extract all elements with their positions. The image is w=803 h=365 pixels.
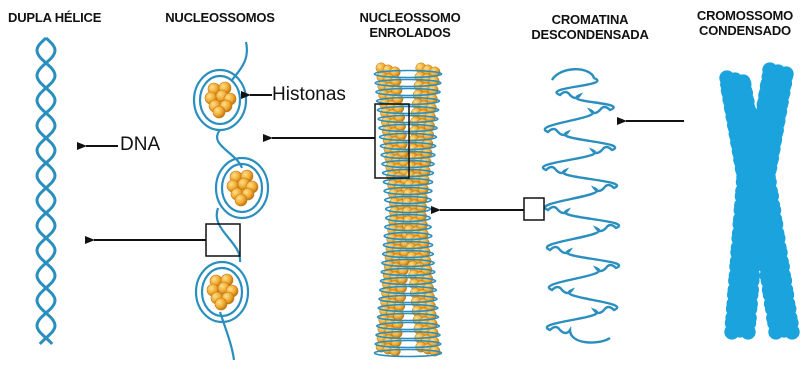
decondensed-chromatin [524,69,619,342]
zoom-box-chromatin [524,198,544,220]
chromatin-fiber [543,69,619,342]
histone-bead [235,194,247,206]
condensed-chromosome [719,62,799,339]
histone-core-2 [227,170,258,206]
coiled-nucleosomes [374,63,441,357]
histone-core-1 [205,82,236,118]
zoom-box-nucleosomes [206,224,240,256]
histone-bead [215,298,227,310]
nucleosome-fiber [194,42,268,360]
histone-bead [213,106,225,118]
chromosome-blob [741,324,756,339]
nucleosome-3 [196,262,248,322]
double-helix [37,38,55,344]
histone-core-3 [207,274,238,310]
chromosome-blob [785,324,800,339]
nucleosome-1 [194,70,246,130]
